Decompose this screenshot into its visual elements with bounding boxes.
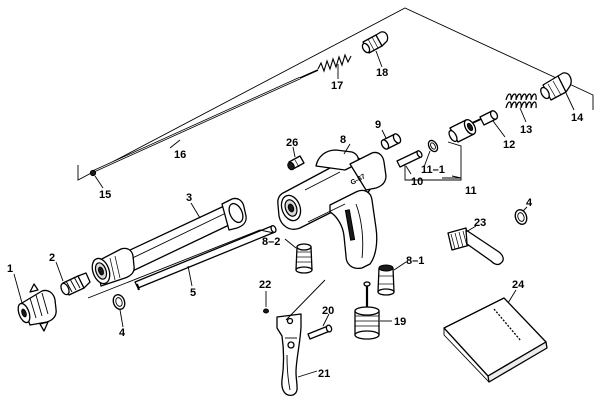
- callout-3: 3: [186, 192, 192, 204]
- part-26-screw: [286, 156, 304, 171]
- part-8-1-fitting: [378, 265, 394, 295]
- part-4-washer: [111, 293, 126, 311]
- callout-11: 11: [465, 185, 477, 197]
- callout-8-1: 8–1: [406, 255, 424, 267]
- part-13-spring: [506, 94, 536, 108]
- callout-12: 12: [503, 139, 515, 151]
- part-20-trigger-pin: [308, 324, 333, 339]
- callout-9: 9: [375, 119, 381, 131]
- part-19-air-valve: [355, 282, 379, 339]
- callout-11-1: 11–1: [421, 164, 445, 176]
- part-23-brush: [448, 228, 503, 264]
- callout-5: 5: [190, 287, 196, 299]
- callout-22: 22: [259, 279, 271, 291]
- part-16-needle: [92, 70, 318, 172]
- callout-1: 1: [7, 263, 13, 275]
- callout-18: 18: [376, 67, 388, 79]
- callout-23: 23: [474, 217, 486, 229]
- part-10-valve-pin: [397, 150, 423, 167]
- part-21-trigger: [277, 314, 301, 395]
- callout-2: 2: [49, 252, 55, 264]
- part-2-fluid-nozzle: [59, 273, 90, 296]
- callout-14: 14: [571, 112, 584, 124]
- part-15-seal: [90, 170, 95, 175]
- callout-20: 20: [322, 305, 334, 317]
- part-9-packing-nut: [380, 133, 402, 151]
- callout-4: 4: [119, 327, 126, 339]
- part-18-adjusting-knob: [361, 32, 388, 54]
- callout-8: 8: [340, 134, 346, 146]
- part-24-manual: [444, 298, 547, 382]
- part-1-air-cap: [16, 284, 56, 331]
- callout-16: 16: [174, 149, 186, 161]
- callout-21: 21: [318, 368, 330, 380]
- callout-19: 19: [394, 316, 406, 328]
- part-17-needle-spring: [318, 55, 351, 71]
- callout-4-right: 4: [526, 197, 533, 209]
- callout-26: 26: [286, 137, 298, 149]
- part-4-washer-2: [513, 208, 528, 226]
- callout-13: 13: [520, 124, 532, 136]
- callout-8-2: 8–2: [262, 236, 280, 248]
- callout-15: 15: [99, 189, 111, 201]
- callout-10: 10: [411, 176, 423, 188]
- callout-17: 17: [331, 80, 343, 92]
- part-22-screw: [264, 309, 269, 313]
- callout-24: 24: [512, 279, 525, 291]
- part-8-2-fitting: [296, 244, 312, 273]
- part-11-1-o-ring: [427, 139, 440, 153]
